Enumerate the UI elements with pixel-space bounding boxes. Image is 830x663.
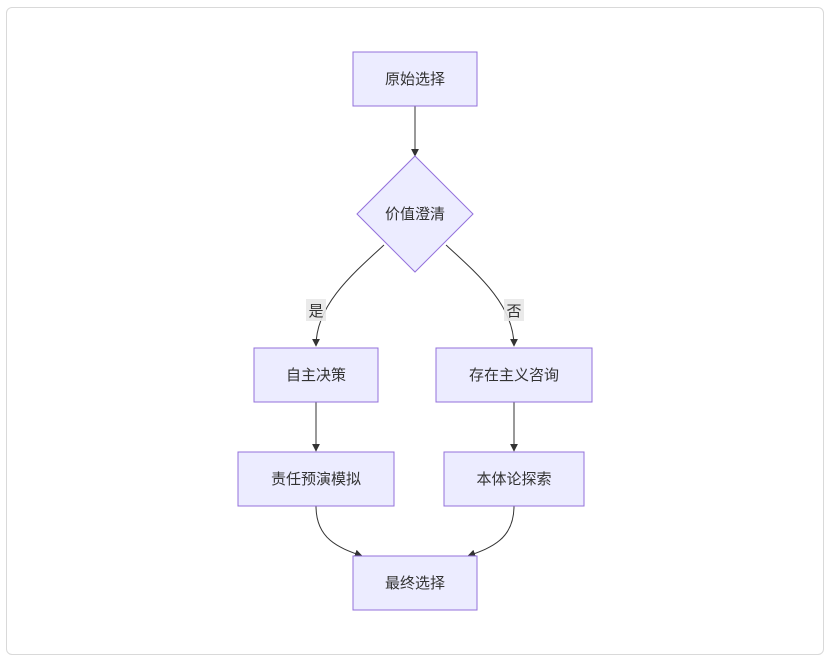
node-responsibility: 责任预演模拟 — [237, 451, 395, 507]
edge-responsibility-to-final — [315, 505, 363, 558]
edge-decision-to-no — [445, 244, 518, 347]
node-no-branch-label: 存在主义咨询 — [469, 366, 559, 384]
edge-label-yes-text: 是 — [308, 302, 323, 320]
node-decision-label: 价值澄清 — [385, 205, 445, 223]
node-no-branch: 存在主义咨询 — [435, 347, 593, 403]
edge-label-yes: 是 — [306, 299, 326, 321]
node-yes-branch: 自主决策 — [253, 347, 379, 403]
edge-ontology-to-final — [467, 505, 515, 558]
edge-label-no: 否 — [504, 299, 524, 321]
node-responsibility-label: 责任预演模拟 — [271, 470, 361, 488]
edge-label-no-text: 否 — [506, 302, 521, 320]
node-ontology-label: 本体论探索 — [476, 470, 551, 488]
node-ontology: 本体论探索 — [443, 451, 585, 507]
node-decision: 价值澄清 — [356, 155, 474, 273]
node-yes-branch-label: 自主决策 — [286, 366, 346, 384]
node-final-label: 最终选择 — [385, 574, 445, 592]
node-final: 最终选择 — [352, 555, 478, 611]
node-start: 原始选择 — [352, 51, 478, 107]
node-start-label: 原始选择 — [385, 70, 445, 88]
edge-decision-to-yes — [312, 244, 385, 347]
